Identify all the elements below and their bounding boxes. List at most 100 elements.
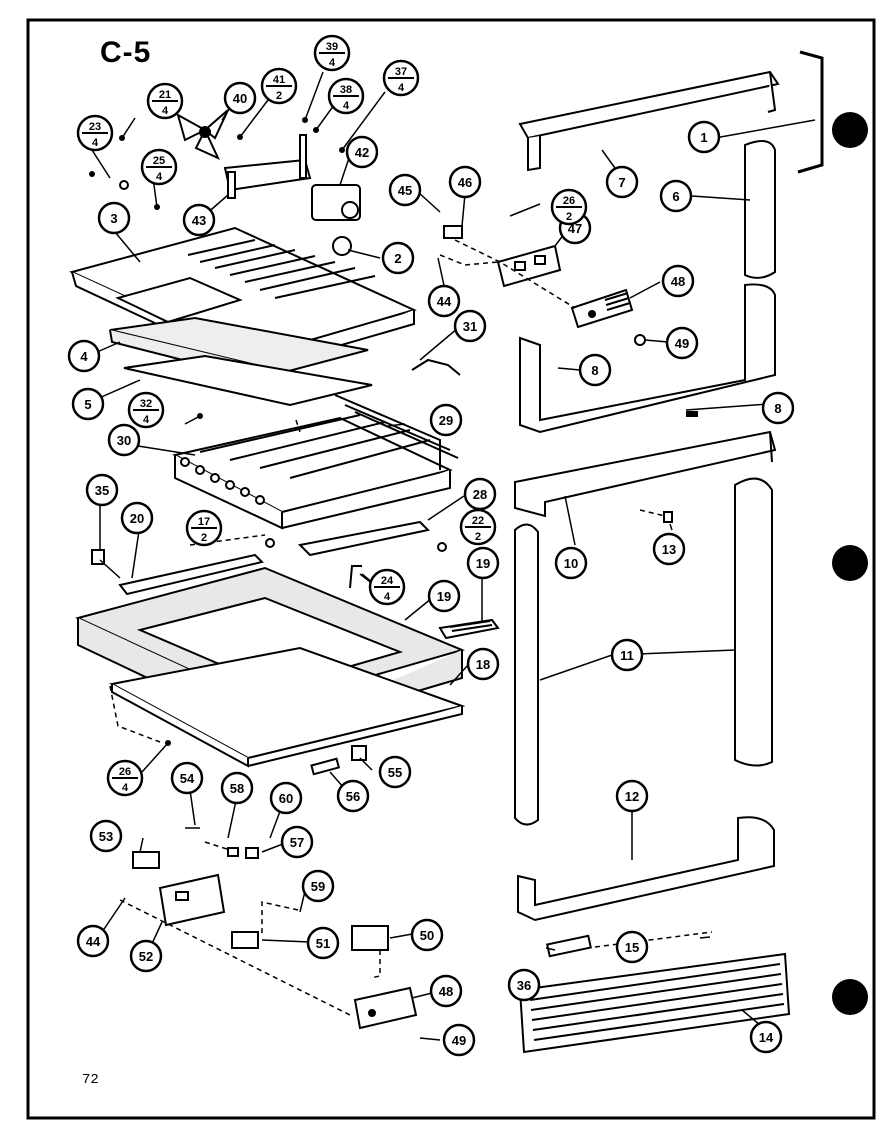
grommet (332, 236, 352, 256)
callout-label: 12 (625, 789, 639, 804)
quantity-callout-41: 412 (260, 67, 298, 105)
page-number: 72 (82, 1072, 99, 1088)
callout-label: 43 (192, 213, 206, 228)
door-gasket-bracket (797, 50, 824, 174)
quantity: 2 (201, 532, 207, 544)
freezer-top-cover (69, 226, 417, 372)
callout-48: 48 (429, 974, 463, 1008)
knob (634, 334, 646, 346)
quantity: 4 (343, 100, 350, 112)
drain-trough (118, 553, 264, 596)
callout-label: 60 (279, 791, 293, 806)
callout-label: 55 (388, 765, 402, 780)
part-number: 21 (159, 89, 171, 101)
leader-lines (87, 71, 816, 1041)
control-bracket (496, 244, 562, 288)
fresh-food-door-side-trim (514, 477, 773, 826)
freezer-door-bottom-cap (519, 283, 776, 434)
callout-49: 49 (665, 326, 699, 360)
callout-7: 7 (605, 165, 639, 199)
callout-label: 57 (290, 835, 304, 850)
quantity-callout-24: 244 (368, 568, 406, 606)
callout-label: 14 (759, 1030, 774, 1045)
callout-59: 59 (301, 869, 335, 903)
callout-label: 56 (346, 789, 360, 804)
callout-label: 45 (398, 183, 412, 198)
callout-label: 6 (672, 189, 679, 204)
fan-motor-bracket (223, 134, 312, 199)
control-knob-housing (570, 288, 634, 329)
binder-hole (832, 979, 868, 1015)
callout-54: 54 (170, 761, 204, 795)
part-number: 26 (563, 195, 575, 207)
callout-label: 10 (564, 556, 578, 571)
quantity: 2 (475, 531, 481, 543)
callout-12: 12 (615, 779, 649, 813)
callout-label: 59 (311, 879, 325, 894)
relay (351, 925, 389, 951)
quantity: 4 (162, 105, 169, 117)
callout-20: 20 (120, 501, 154, 535)
callout-5: 5 (71, 387, 105, 421)
wire-harness (411, 358, 461, 376)
spring-clip (349, 565, 362, 589)
callout-18: 18 (466, 647, 500, 681)
callout-45: 45 (388, 173, 422, 207)
quantity: 4 (92, 137, 99, 149)
quantity: 4 (122, 782, 129, 794)
callout-label: 44 (437, 294, 452, 309)
fan-blade (176, 109, 229, 161)
callout-46: 46 (448, 165, 482, 199)
callout-42: 42 (345, 135, 379, 169)
screw (437, 542, 447, 552)
callout-label: 54 (180, 771, 195, 786)
door-stop (686, 411, 698, 417)
callout-label: 4 (80, 349, 88, 364)
freezer-door-side-trim (744, 140, 776, 279)
callout-label: 53 (99, 829, 113, 844)
callout-label: 1 (700, 130, 707, 145)
callout-label: 51 (316, 936, 330, 951)
part-number: 26 (119, 766, 131, 778)
callout-10: 10 (554, 546, 588, 580)
callout-layer: 1234567881011121314151819192028293031353… (67, 34, 795, 1057)
callout-8: 8 (761, 391, 795, 425)
callout-56: 56 (336, 779, 370, 813)
freezer-door-top-cap (518, 70, 780, 172)
callout-52: 52 (129, 939, 163, 973)
callout-label: 3 (110, 211, 117, 226)
callout-40: 40 (223, 81, 257, 115)
binder-hole (832, 545, 868, 581)
callout-29: 29 (429, 403, 463, 437)
callout-label: 19 (476, 556, 490, 571)
thermostat-clip (443, 225, 463, 239)
screw (119, 180, 129, 190)
quantity: 2 (566, 211, 572, 223)
quantity-callout-21: 214 (146, 82, 184, 120)
grille-clip (546, 934, 592, 958)
callout-label: 36 (517, 978, 531, 993)
part-number: 23 (89, 121, 101, 133)
evaporator-tubing (334, 394, 459, 470)
callout-57: 57 (280, 825, 314, 859)
callout-label: 8 (774, 401, 781, 416)
callout-48: 48 (661, 264, 695, 298)
quantity: 2 (276, 90, 282, 102)
part-number: 37 (395, 66, 407, 78)
callout-31: 31 (453, 309, 487, 343)
callout-label: 15 (625, 940, 639, 955)
evaporator-coil (172, 414, 453, 530)
part-number: 17 (198, 516, 210, 528)
callout-8: 8 (578, 353, 612, 387)
quantity-callout-39: 394 (313, 34, 351, 72)
liner-panel (123, 354, 373, 407)
defrost-heater (297, 520, 431, 557)
binder-hole (832, 112, 868, 148)
screw (265, 538, 275, 548)
quantity-callout-32: 324 (127, 391, 165, 429)
switch-cover (351, 745, 367, 761)
callout-label: 42 (355, 145, 369, 160)
callout-3: 3 (97, 201, 131, 235)
callout-label: 8 (591, 363, 598, 378)
freezer-bottom-shelf (109, 646, 466, 768)
